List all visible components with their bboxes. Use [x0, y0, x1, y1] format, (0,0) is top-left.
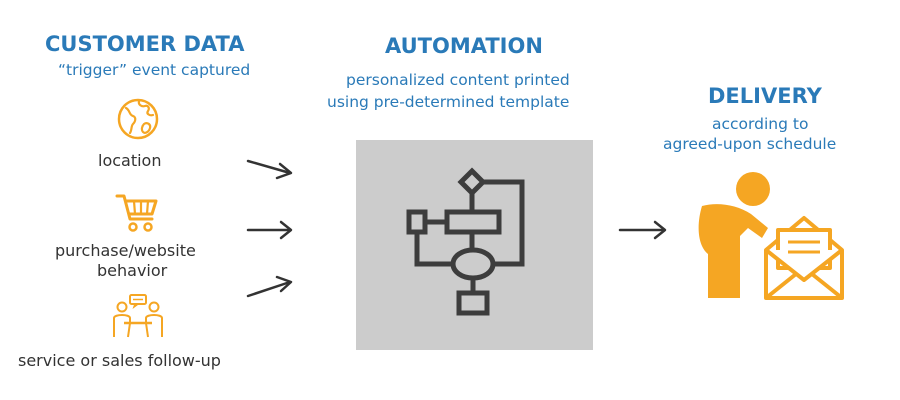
behavior-label: behavior — [97, 261, 168, 280]
flowchart-icon — [406, 167, 525, 316]
purchase-website-label: purchase/website — [55, 241, 196, 260]
delivery-title: DELIVERY — [708, 84, 822, 108]
meeting-icon — [113, 294, 163, 338]
arrow-icon — [618, 220, 667, 240]
automation-subtitle-line1: personalized content printed — [346, 71, 570, 89]
automation-title: AUTOMATION — [385, 34, 543, 58]
delivery-subtitle-line1: according to — [712, 115, 809, 133]
arrow-icon — [246, 275, 293, 298]
location-label: location — [98, 151, 162, 170]
automation-subtitle-line2: using pre-determined template — [327, 93, 570, 111]
delivery-subtitle-line2: agreed-upon schedule — [663, 135, 837, 153]
arrow-icon — [246, 220, 293, 240]
globe-icon — [117, 98, 159, 140]
arrow-icon — [246, 159, 293, 180]
customer-data-subtitle: “trigger” event captured — [58, 61, 251, 79]
customer-data-title: CUSTOMER DATA — [45, 32, 245, 56]
shopping-cart-icon — [115, 194, 158, 232]
service-sales-label: service or sales follow-up — [18, 351, 221, 370]
mail-delivery-person-icon — [698, 172, 844, 300]
